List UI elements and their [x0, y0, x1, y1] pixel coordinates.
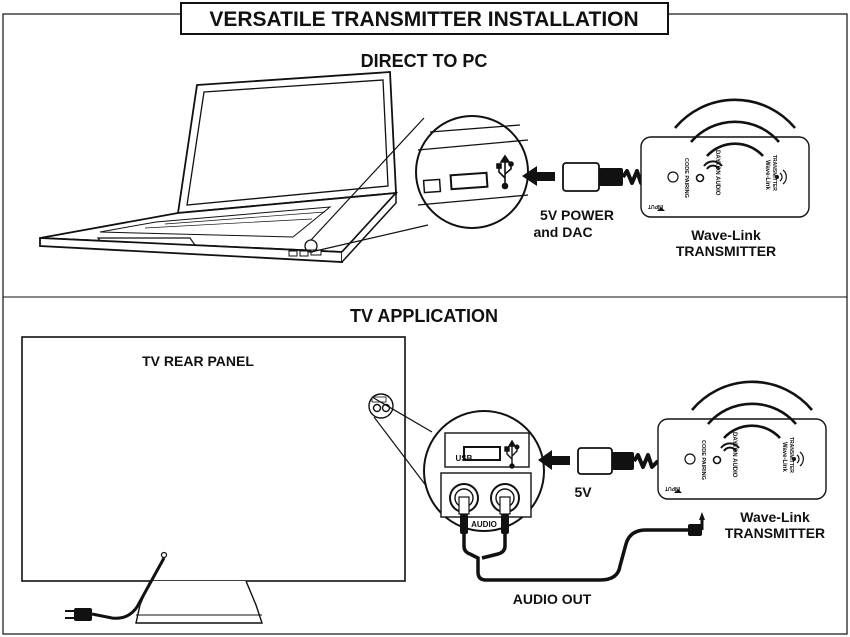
device-label-tv-1: Wave-Link — [740, 509, 810, 525]
usb-plug-tv — [577, 447, 660, 475]
transmitter-tv — [657, 418, 827, 500]
device-name-text-tv-1: Wave-Link — [781, 442, 787, 472]
device-label-pc-1: Wave-Link — [691, 227, 761, 243]
device-name-text-pc-2: TRANSMITTER — [771, 155, 777, 191]
device-label-tv-2: TRANSMITTER — [725, 525, 825, 541]
tv-power-cord — [65, 551, 168, 621]
usb-port-label: USB — [456, 454, 473, 463]
laptop-port-zoom — [415, 115, 529, 229]
tv-zoom-line-top — [371, 396, 433, 433]
power-label-pc-2: and DAC — [533, 224, 592, 240]
code-pairing-text-tv: CODE PAIRING — [700, 440, 706, 480]
input-text-pc: INPUT — [648, 203, 663, 209]
usb-icon-tv — [504, 439, 520, 469]
input-text-tv: INPUT — [665, 485, 680, 491]
usb-plug-pc — [562, 162, 647, 192]
direct-heading: DIRECT TO PC — [361, 51, 488, 71]
usb-icon — [496, 154, 514, 190]
tv-heading: TV APPLICATION — [350, 306, 498, 326]
power-arrow-tv — [538, 450, 570, 470]
brand-text-tv: DAYTON AUDIO — [731, 432, 737, 478]
tv — [21, 336, 406, 624]
device-name-text-tv-2: TRANSMITTER — [788, 437, 794, 473]
audio-port-label: AUDIO — [471, 520, 497, 529]
code-pairing-text-pc: CODE PAIRING — [683, 158, 689, 198]
audio-out-label: AUDIO OUT — [513, 591, 592, 607]
power-arrow-pc — [522, 166, 555, 186]
transmitter-pc — [640, 136, 810, 218]
tv-port-zoom — [423, 410, 545, 532]
zoom-line-bottom — [310, 224, 429, 253]
zoom-line-top — [310, 117, 425, 241]
power-label-tv: 5V — [574, 484, 592, 500]
device-label-pc-2: TRANSMITTER — [676, 243, 776, 259]
power-label-pc-1: 5V POWER — [540, 207, 614, 223]
laptop — [39, 71, 399, 263]
page-title: VERSATILE TRANSMITTER INSTALLATION — [209, 8, 638, 31]
brand-text-pc: DAYTON AUDIO — [714, 150, 720, 196]
audio-cable — [460, 512, 705, 582]
title-box — [180, 2, 669, 35]
tv-panel-label: TV REAR PANEL — [142, 353, 254, 369]
device-name-text-pc-1: Wave-Link — [764, 160, 770, 190]
